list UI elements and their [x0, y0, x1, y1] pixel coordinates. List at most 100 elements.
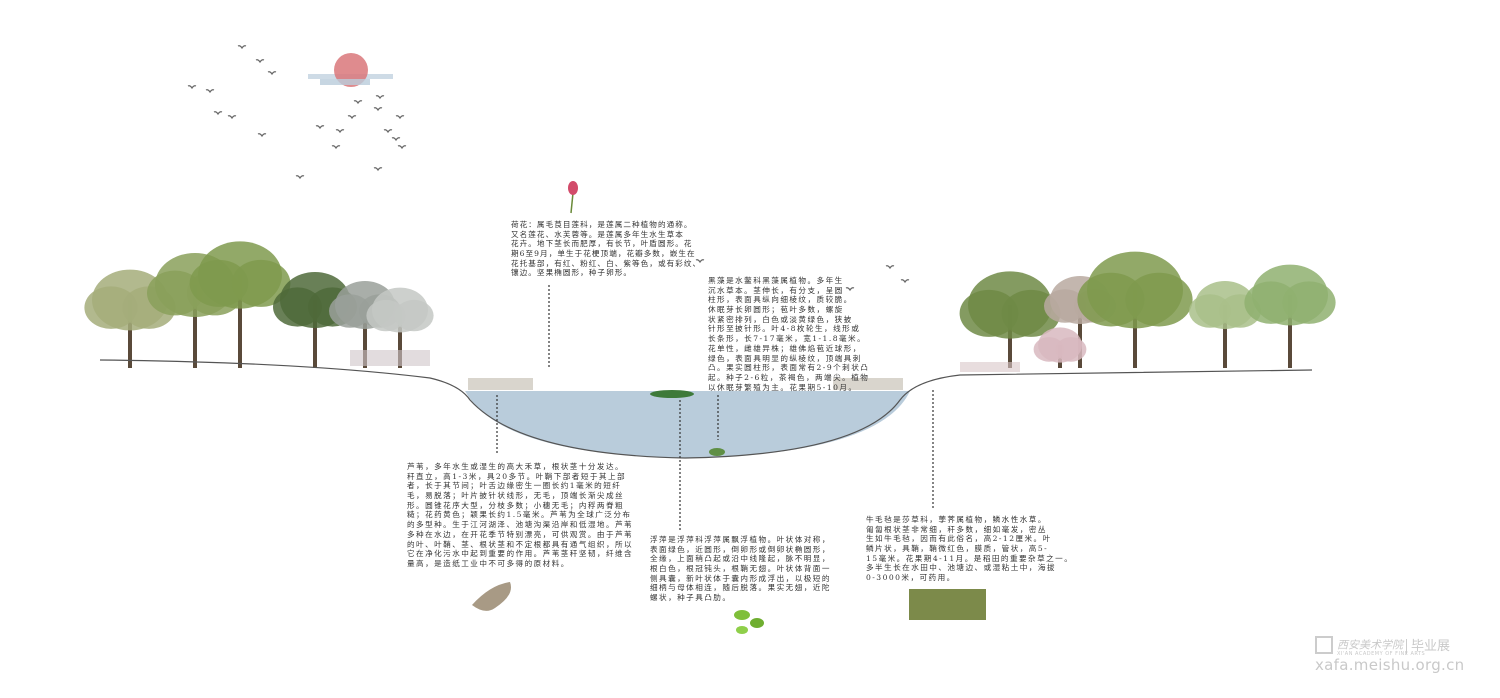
tree-canopy	[959, 289, 1019, 337]
bird-icon	[845, 287, 855, 292]
bird-icon	[267, 71, 277, 76]
bird-icon	[295, 175, 305, 180]
description-line: 长条形，长7-17毫米，宽1-1.8毫米。	[708, 334, 867, 344]
bird-icon	[383, 129, 393, 134]
tree-canopy	[1033, 337, 1065, 362]
description-line: 量高，是造纸工业中不可多得的原材料。	[407, 558, 570, 568]
tree-trunk	[128, 300, 132, 368]
tree-canopy	[1125, 272, 1193, 327]
description-line: 芦苇，多年水生或湿生的高大禾草，根状茎十分发达。	[407, 462, 625, 471]
description-line: 秆直立，高1-3米，具20多节。叶鞘下部者短于其上部	[407, 471, 627, 481]
bird-icon	[373, 107, 383, 112]
hydrilla-description: 黑藻是水鳖科黑藻属植物。多年生沉水草本。茎伸长，有分支，呈圆柱形，表面具纵向细棱…	[708, 276, 869, 392]
tree-canopy	[273, 287, 322, 327]
tree-trunk	[1078, 300, 1082, 368]
bird-icon	[227, 115, 237, 120]
description-line: 匍匐根状茎非常细，秆多数，细如毫发，密丛	[866, 524, 1047, 534]
description-line: 螺状，种子具凸肋。	[650, 593, 732, 603]
description-line: 沉水草本。茎伸长，有分支，呈圆	[708, 285, 844, 295]
description-line: 牛毛毡是莎草科，荸荠属植物，鳞水性水草。	[866, 515, 1047, 524]
description-line: 根白色，根冠钝头，根鞘无翅。叶状体背面一	[650, 564, 831, 574]
description-line: 花卉。地下茎长而肥厚，有长节，叶盾圆形。花	[511, 239, 693, 249]
description-line: 柱形，表面具纵向细棱纹，质较脆。	[708, 295, 853, 305]
bird-icon	[187, 85, 197, 90]
tree-trunk	[1288, 295, 1292, 368]
bird-icon	[375, 95, 385, 100]
bird-icon	[885, 265, 895, 270]
watermark-event: 毕业展	[1406, 639, 1451, 654]
bird-icon	[255, 59, 265, 64]
pond-water	[465, 391, 910, 458]
description-line: 侧具囊，新叶状体于囊内形成浮出，以极短的	[650, 573, 831, 583]
tree-canopy	[147, 270, 203, 316]
description-line: 状紧密排列，白色或淡黄绿色，狭披	[708, 314, 853, 324]
reed-grass	[350, 350, 1020, 390]
description-line: 糙；花药黄色；颖果长约1.5毫米。芦苇为全球广泛分布	[407, 510, 632, 520]
description-line: 鳞片状，具鞘，鞘微红色，膜质，管状，高5-	[866, 544, 1049, 554]
tree-trunk	[193, 285, 197, 368]
watermark-url: xafa.meishu.org.cn	[1315, 656, 1465, 674]
tree-trunk	[1223, 305, 1227, 368]
description-line: 全缘，上面稍凸起或沿中线隆起，脉不明显，	[650, 554, 831, 564]
sun-icon	[308, 53, 393, 87]
tree-canopy	[394, 299, 434, 332]
tree-canopy	[366, 299, 406, 332]
description-line: 镶边。坚果椭圆形，种子卵形。	[511, 268, 633, 278]
bird-icon	[331, 145, 341, 150]
description-line: 又名莲花、水芙蓉等。是莲属多年生水生草本	[511, 229, 684, 239]
description-line: 休眠芽长卵圆形；苞叶多数，螺旋	[708, 305, 844, 315]
tree-canopy	[231, 259, 291, 307]
description-line: 绿色，表面具明显的纵棱纹，顶端具刺	[708, 353, 862, 363]
description-line: 以休眠芽繁殖为主。花果期5-10月。	[708, 382, 858, 392]
description-line: 表面绿色，近圆形，倒卵形或倒卵状椭圆形，	[650, 544, 831, 554]
reed-root-icon	[472, 582, 511, 611]
tree-trunk	[363, 305, 367, 368]
ground-profile	[99, 359, 1313, 459]
tree-canopy	[84, 286, 138, 329]
reed-description: 芦苇，多年水生或湿生的高大禾草，根状茎十分发达。秆直立，高1-3米，具20多节。…	[407, 462, 633, 569]
tree-canopy	[1189, 294, 1231, 328]
duckweed-description: 浮萍是浮萍科浮萍属飘浮植物。叶状体对称，表面绿色，近圆形，倒卵形或倒卵状椭圆形，…	[650, 535, 831, 603]
bird-icon	[257, 133, 267, 138]
watermark: 西安美术学院毕业展 XI'AN ACADEMY OF FINE ARTS xaf…	[1315, 634, 1464, 674]
description-line: 黑藻是水鳖科黑藻属植物。多年生	[708, 276, 844, 285]
tree-canopy	[1244, 281, 1298, 324]
description-line: 花单性，雌雄异株；雄佛焰苞近球形，	[708, 343, 862, 353]
description-line: 它在净化污水中起到重要的作用。芦苇茎秆坚韧，纤维含	[407, 549, 634, 559]
bird-icon	[373, 167, 383, 172]
tree-canopy	[329, 294, 371, 328]
tree-trunk	[1133, 290, 1137, 368]
tree-canopy	[189, 259, 249, 307]
bird-icon	[397, 145, 407, 150]
bird-icon	[347, 115, 357, 120]
bird-icon	[900, 279, 910, 284]
submerged-plant	[709, 448, 725, 456]
bird-icon	[213, 111, 223, 116]
description-line: 的多型种。生于江河湖泽、池塘沟渠沿岸和低湿地。芦苇	[407, 520, 634, 530]
description-line: 期6至9月，单生于花梗顶端，花瓣多数，嵌生在	[511, 249, 696, 259]
description-line: 生如牛毛毡，因而有此俗名，高2-12厘米。叶	[866, 534, 1052, 544]
trees	[84, 241, 1336, 368]
floating-plants	[650, 390, 694, 398]
description-line: 15毫米。花果期4-11月。是稻田的重要杂草之一。	[866, 553, 1074, 563]
duckweed-icon	[734, 610, 764, 634]
description-line: 起。种子2-6粒，茶褐色，两端尖。植物	[708, 372, 870, 382]
description-line: 形。圆锥花序大型，分枝多数；小穗无毛；内稃两脊粗	[407, 500, 625, 510]
bird-icon	[315, 125, 325, 130]
watermark-school-en: XI'AN ACADEMY OF FINE ARTS	[1337, 651, 1426, 657]
description-line: 针形至披针形。叶4-8枚轮生，线形或	[708, 324, 861, 334]
bird-icon	[695, 259, 705, 264]
description-line: 荷花：属毛茛目莲科，是莲属二种植物的通称。	[511, 220, 693, 229]
description-line: 毛，易脱落；叶片披针状线形，无毛，顶端长渐尖成丝	[407, 491, 625, 501]
description-line: 浮萍是浮萍科浮萍属飘浮植物。叶状体对称，	[650, 535, 831, 544]
description-line: 0-3000米，可药用。	[866, 573, 956, 583]
school-logo-icon	[1315, 635, 1333, 654]
watermark-school: 西安美术学院	[1337, 638, 1403, 652]
description-line: 者，长于其节间；叶舌边缘密生一圈长约1毫米的短纤	[407, 481, 622, 491]
bird-icon	[205, 89, 215, 94]
tree-canopy	[1077, 272, 1145, 327]
tree-canopy	[1044, 289, 1086, 323]
bird-icon	[335, 129, 345, 134]
